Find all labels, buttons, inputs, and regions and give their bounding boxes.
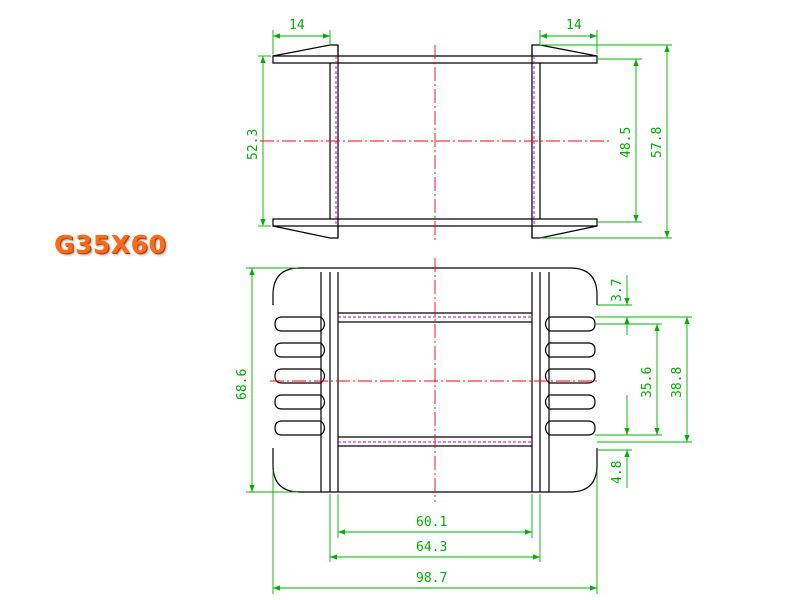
top-view-lower-flange-right-lip — [531, 225, 598, 239]
bottom-view-left-pins — [274, 316, 326, 436]
dim-14-right-label: 14 — [566, 18, 582, 33]
top-view-upper-flange-left-lip — [272, 44, 339, 57]
dim-52-label: 52.3 — [246, 129, 261, 160]
bottom-view-right-pins — [544, 316, 596, 436]
bottom-view: 68.6 3.7 35.6 38.8 4.8 — [235, 258, 692, 594]
dim-60-label: 60.1 — [416, 515, 447, 530]
dim-64-label: 64.3 — [416, 540, 447, 555]
dim-3-7-label: 3.7 — [610, 279, 625, 302]
dim-4-8-label: 4.8 — [610, 461, 625, 484]
top-view-upper-flange-right-lip — [531, 44, 598, 57]
dim-57-label: 57.8 — [650, 127, 665, 158]
dim-14-left-label: 14 — [289, 18, 305, 33]
top-view-upper-flange — [272, 55, 598, 64]
dim-68-label: 68.6 — [235, 369, 250, 400]
dim-48-label: 48.5 — [619, 127, 634, 158]
part-title: G35X60 — [54, 230, 167, 259]
top-view: 14 14 52.3 48.5 57.8 — [246, 18, 672, 240]
top-view-lower-flange-left-lip — [272, 225, 339, 239]
dim-38-label: 38.8 — [670, 367, 685, 398]
dim-98-label: 98.7 — [416, 571, 447, 586]
dim-35-label: 35.6 — [640, 367, 655, 398]
